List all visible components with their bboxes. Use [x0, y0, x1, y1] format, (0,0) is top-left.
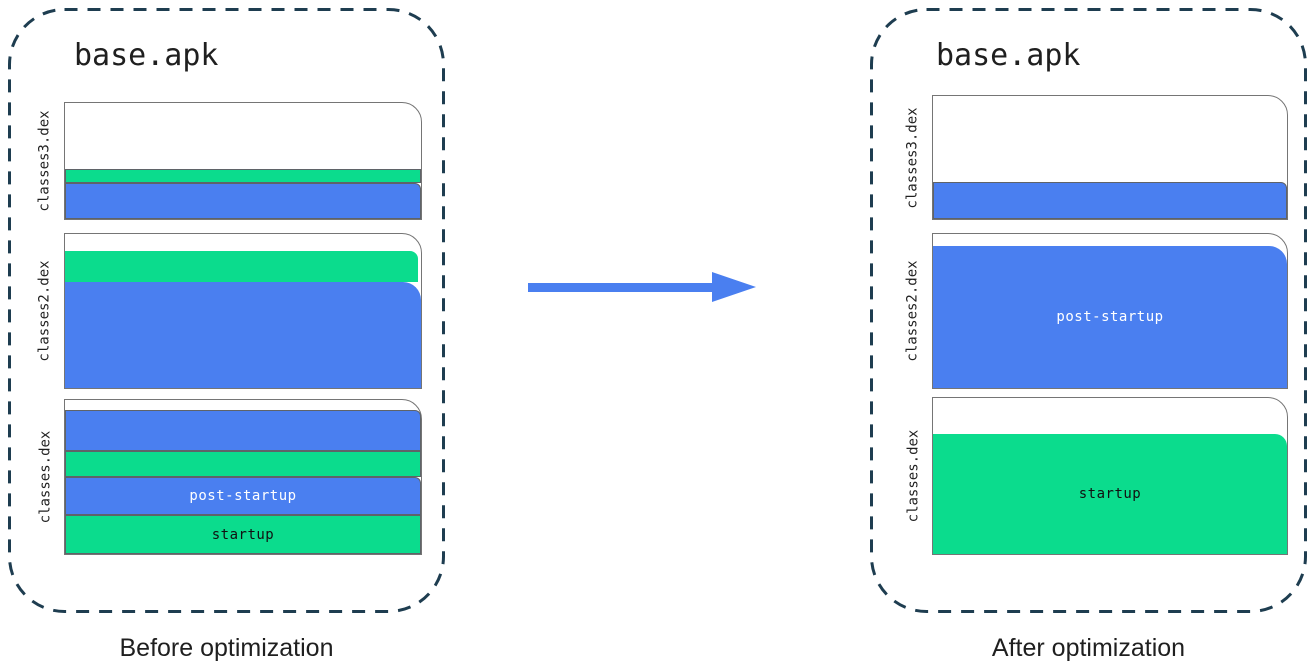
file-classes2-dex: classes2.dex [37, 233, 422, 389]
file-classes2-dex: classes2.dex post-startup [905, 233, 1288, 389]
segment-post-startup: post-startup [65, 477, 421, 515]
file-name-label: classes2.dex [893, 234, 933, 388]
apk-title: base.apk [74, 38, 219, 73]
segment-post-startup: post-startup [933, 246, 1287, 388]
file-classes-dex: classes.dex startup [905, 397, 1288, 555]
arrow-shaft [528, 283, 716, 292]
file-name-label: classes.dex [25, 400, 65, 554]
file-name-text: classes3.dex [37, 110, 53, 212]
arrow-head-icon [712, 272, 756, 302]
file-name-text: classes3.dex [905, 106, 921, 209]
segment-green [65, 251, 418, 282]
caption-before: Before optimization [119, 634, 334, 662]
apk-panel-after: base.apk classes3.dex classes2.dex post-st… [870, 8, 1307, 613]
apk-title: base.apk [936, 38, 1081, 73]
segment-blue [65, 282, 421, 388]
segment-startup: startup [933, 434, 1287, 554]
file-name-text: classes.dex [37, 430, 53, 524]
segments [65, 234, 421, 388]
caption-after: After optimization [991, 634, 1186, 662]
segment-blue [65, 410, 421, 451]
segments [65, 103, 421, 219]
file-classes3-dex: classes3.dex [905, 95, 1288, 220]
segment-blue [933, 182, 1287, 219]
file-name-text: classes.dex [905, 429, 921, 523]
segment-startup: startup [65, 515, 421, 554]
segment-green [65, 169, 421, 183]
file-classes3-dex: classes3.dex [37, 102, 422, 220]
file-name-label: classes2.dex [25, 234, 65, 388]
transform-arrow [528, 270, 756, 304]
segment-green [65, 451, 421, 477]
file-name-label: classes3.dex [893, 96, 933, 219]
file-name-text: classes2.dex [905, 260, 921, 362]
segments: post-startup [933, 234, 1287, 388]
file-name-label: classes3.dex [25, 103, 65, 219]
segments: startup [933, 398, 1287, 554]
file-name-label: classes.dex [893, 398, 933, 554]
apk-panel-before: base.apk classes3.dex classes2.dex classes… [8, 8, 445, 613]
segments [933, 96, 1287, 219]
file-name-text: classes2.dex [37, 260, 53, 362]
segment-blue [65, 183, 421, 219]
